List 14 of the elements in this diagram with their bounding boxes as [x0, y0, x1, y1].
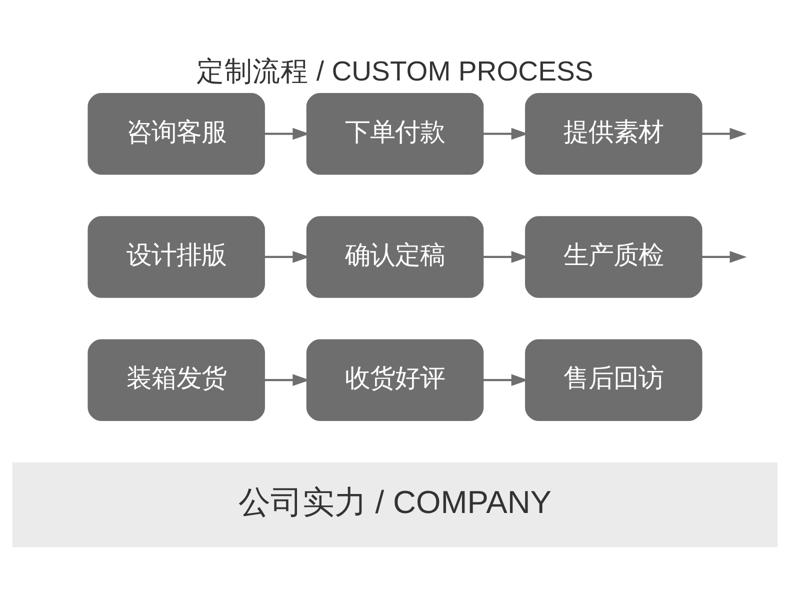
node-box: 咨询客服 [88, 92, 265, 174]
node-box: 确认定稿 [306, 216, 484, 298]
arrow [483, 374, 528, 386]
node-box: 收货好评 [306, 338, 484, 420]
diagram-title: 定制流程 / CUSTOM PROCESS [196, 55, 594, 86]
label: 公司实力 / COMPANY [238, 483, 552, 520]
arrow [483, 127, 528, 140]
node-box: 下单付款 [306, 92, 484, 174]
node-box: 设计排版 [88, 216, 265, 298]
node-box: 生产质检 [525, 216, 702, 298]
node-box: 装箱发货 [88, 338, 265, 420]
arrow [483, 250, 528, 262]
node-box: 提供素材 [525, 92, 702, 174]
node-box: 售后回访 [525, 338, 702, 420]
